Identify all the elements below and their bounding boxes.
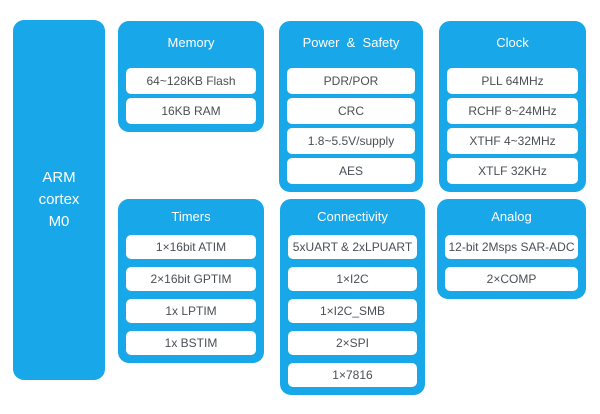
block-memory-title: Memory — [167, 35, 215, 50]
block-memory-items: 64~128KB Flash 16KB RAM — [126, 68, 256, 124]
connectivity-item-i2c-smb: 1×I2C_SMB — [288, 299, 417, 323]
block-power-safety-title: Power & Safety — [302, 35, 400, 50]
block-timers-title: Timers — [171, 209, 211, 224]
block-analog-title: Analog — [491, 209, 532, 224]
block-clock-items: PLL 64MHz RCHF 8~24MHz XTHF 4~32MHz XTLF… — [447, 68, 578, 184]
block-timers-items: 1×16bit ATIM 2×16bit GPTIM 1x LPTIM 1x B… — [126, 235, 256, 355]
connectivity-item-7816: 1×7816 — [288, 363, 417, 387]
block-power-safety-items: PDR/POR CRC 1.8~5.5V/supply AES — [287, 68, 415, 184]
cpu-line-1: ARM — [42, 169, 76, 186]
cpu-core-block: ARM cortex M0 — [13, 20, 105, 380]
connectivity-item-spi: 2×SPI — [288, 331, 417, 355]
block-connectivity-title: Connectivity — [317, 209, 388, 224]
timers-item-lptim: 1x LPTIM — [126, 299, 256, 323]
power-item-crc: CRC — [287, 98, 415, 124]
timers-item-atim: 1×16bit ATIM — [126, 235, 256, 259]
timers-item-gptim: 2×16bit GPTIM — [126, 267, 256, 291]
block-analog: Analog 12-bit 2Msps SAR-ADC 2×COMP — [437, 199, 586, 299]
power-item-pdr-por: PDR/POR — [287, 68, 415, 94]
memory-item-flash: 64~128KB Flash — [126, 68, 256, 94]
clock-item-pll: PLL 64MHz — [447, 68, 578, 94]
connectivity-item-uart: 5xUART & 2xLPUART — [288, 235, 417, 259]
block-power-safety: Power & Safety PDR/POR CRC 1.8~5.5V/supp… — [279, 21, 423, 192]
cpu-line-3: M0 — [48, 213, 70, 230]
analog-item-sar-adc: 12-bit 2Msps SAR-ADC — [445, 235, 578, 259]
cpu-line-2: cortex — [38, 191, 80, 208]
block-analog-items: 12-bit 2Msps SAR-ADC 2×COMP — [445, 235, 578, 291]
block-clock-title: Clock — [496, 35, 529, 50]
power-item-aes: AES — [287, 158, 415, 184]
clock-item-xtlf: XTLF 32KHz — [447, 158, 578, 184]
analog-item-comp: 2×COMP — [445, 267, 578, 291]
clock-item-rchf: RCHF 8~24MHz — [447, 98, 578, 124]
timers-item-bstim: 1x BSTIM — [126, 331, 256, 355]
cpu-core-label: ARM cortex M0 — [39, 167, 80, 233]
block-connectivity-items: 5xUART & 2xLPUART 1×I2C 1×I2C_SMB 2×SPI … — [288, 235, 417, 387]
block-memory: Memory 64~128KB Flash 16KB RAM — [118, 21, 264, 132]
block-timers: Timers 1×16bit ATIM 2×16bit GPTIM 1x LPT… — [118, 199, 264, 363]
connectivity-item-i2c: 1×I2C — [288, 267, 417, 291]
memory-item-ram: 16KB RAM — [126, 98, 256, 124]
power-item-supply: 1.8~5.5V/supply — [287, 128, 415, 154]
block-connectivity: Connectivity 5xUART & 2xLPUART 1×I2C 1×I… — [280, 199, 425, 395]
clock-item-xthf: XTHF 4~32MHz — [447, 128, 578, 154]
block-clock: Clock PLL 64MHz RCHF 8~24MHz XTHF 4~32MH… — [439, 21, 586, 192]
